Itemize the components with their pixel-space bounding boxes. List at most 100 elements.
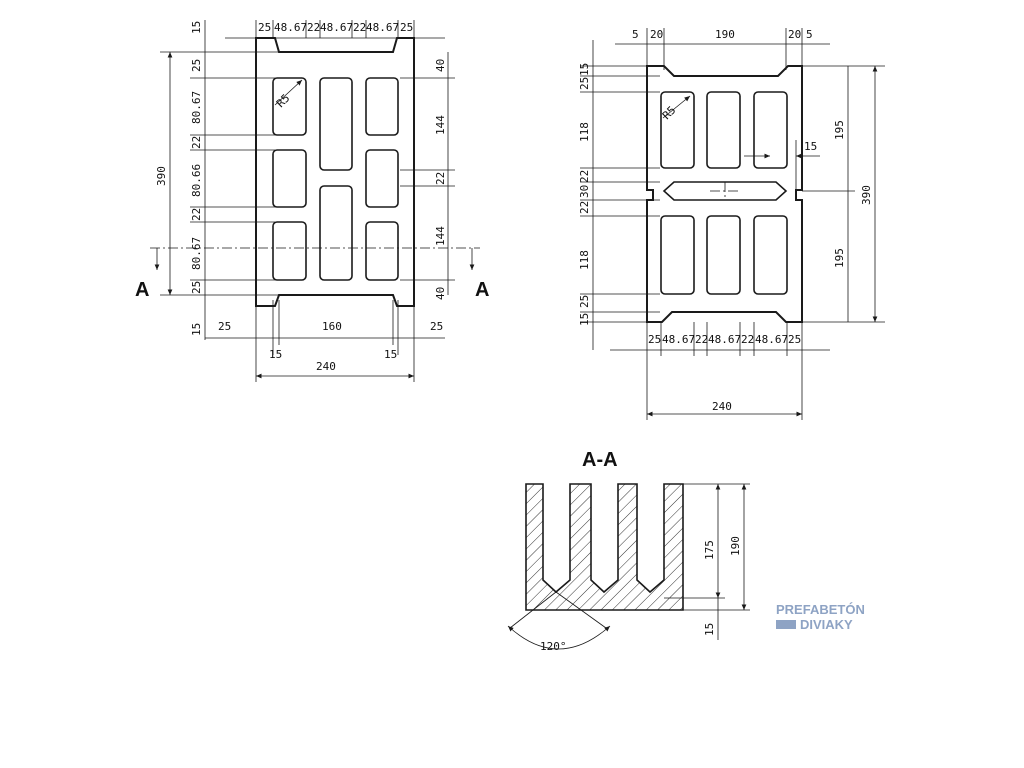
radius-leader <box>274 79 303 106</box>
side-bottom-dim-ticks <box>646 322 803 420</box>
left-dim-label: 25 <box>190 281 203 294</box>
front-cavity <box>272 77 307 136</box>
bottom-small-label: 15 <box>384 348 397 361</box>
right-dim-label: 144 <box>434 115 447 135</box>
section-body <box>525 483 684 611</box>
angle-leg <box>509 591 557 629</box>
side-left-dim-label: 22 <box>578 170 591 183</box>
top-offset-label: 15 <box>190 21 203 34</box>
logo-mark <box>776 620 796 629</box>
side-width-total-label: 240 <box>712 400 732 413</box>
side-bottom-dim-label: 48.67 <box>708 333 741 346</box>
section-marker-right: A <box>475 279 489 301</box>
side-cavity <box>753 215 788 295</box>
side-bottom-dim-label: 48.67 <box>662 333 695 346</box>
side-top-dim-label: 190 <box>715 28 735 41</box>
right-dim-label: 144 <box>434 226 447 246</box>
section-dim-label: 15 <box>703 623 716 636</box>
side-radius-leader <box>662 95 691 119</box>
side-left-dim-label: 118 <box>578 122 591 142</box>
side-left-dim-label: 25 <box>578 295 591 308</box>
side-left-dim-label: 30 <box>578 185 591 198</box>
slot-dim-label: 15 <box>804 140 817 153</box>
side-top-dim-ticks <box>646 28 803 70</box>
side-bottom-dim-label: 25 <box>788 333 801 346</box>
angle-arc <box>507 625 611 650</box>
front-cavity <box>319 77 353 171</box>
side-top-dim-label: 20 <box>650 28 663 41</box>
side-cavity <box>706 91 741 169</box>
bottom-small-label: 15 <box>269 348 282 361</box>
right-dim-label: 40 <box>434 287 447 300</box>
side-left-dim-label: 25 <box>578 77 591 90</box>
left-dim-ticks <box>160 51 280 296</box>
left-total-label: 390 <box>155 166 168 186</box>
angle-label: 120° <box>540 640 567 653</box>
front-view: A A R5 25 48.67 22 48.67 22 48.67 25 15 … <box>135 20 489 382</box>
left-dim-label: 80.67 <box>190 237 203 270</box>
left-dim-label: 22 <box>190 136 203 149</box>
section-aa: A-A 175 190 15 120° <box>507 449 750 653</box>
bottom-dim-label: 160 <box>322 320 342 333</box>
front-cavity <box>365 221 399 281</box>
section-dim-label: 190 <box>729 536 742 556</box>
top-dim-label: 22 <box>353 21 366 34</box>
left-dim-label: 80.66 <box>190 164 203 197</box>
side-cavity <box>660 91 695 169</box>
top-dim-label: 22 <box>307 21 320 34</box>
side-cavity <box>706 215 741 295</box>
top-dim-label: 48.67 <box>274 21 307 34</box>
left-dim-label: 22 <box>190 208 203 221</box>
section-title: A-A <box>582 449 618 471</box>
left-dim-label: 80.67 <box>190 91 203 124</box>
side-cavity <box>660 215 695 295</box>
front-cavity <box>319 185 353 281</box>
side-top-dim-label: 5 <box>632 28 639 41</box>
width-total-label: 240 <box>316 360 336 373</box>
front-cavity <box>365 77 399 136</box>
front-cavity <box>365 149 399 208</box>
front-cavity <box>272 149 307 208</box>
side-left-dim-label: 22 <box>578 201 591 214</box>
side-bottom-dim-label: 25 <box>648 333 661 346</box>
front-cavity <box>272 221 307 281</box>
top-dim-label: 48.67 <box>366 21 399 34</box>
side-view: R5 15 5 20 190 20 5 15 25 118 22 30 22 <box>578 28 885 420</box>
side-cavity <box>753 91 788 169</box>
side-right-dim-ticks <box>802 65 885 323</box>
side-left-dim-label: 118 <box>578 250 591 270</box>
side-right-dim-label: 195 <box>833 248 846 268</box>
side-view-outline <box>646 65 803 323</box>
right-dim-ticks <box>400 77 455 281</box>
side-top-dim-label: 5 <box>806 28 813 41</box>
logo-line1: PREFABETÓN <box>776 602 865 617</box>
top-dim-label: 48.67 <box>320 21 353 34</box>
section-dim-label: 175 <box>703 540 716 560</box>
side-bottom-dim-label: 22 <box>695 333 708 346</box>
bottom-dim-ticks <box>255 300 415 382</box>
bottom-dim-label: 25 <box>430 320 443 333</box>
side-right-total-label: 390 <box>860 185 873 205</box>
top-dim-label: 25 <box>258 21 271 34</box>
logo-line2: DIVIAKY <box>800 617 853 632</box>
side-bottom-dim-label: 22 <box>741 333 754 346</box>
right-dim-label: 22 <box>434 172 447 185</box>
top-dim-ticks <box>255 20 415 38</box>
bottom-dim-label: 25 <box>218 320 231 333</box>
company-logo: PREFABETÓN DIVIAKY <box>776 602 865 632</box>
side-right-dim-label: 195 <box>833 120 846 140</box>
side-left-dim-label: 15 <box>578 63 591 76</box>
side-left-dim-label: 15 <box>578 313 591 326</box>
top-dim-label: 25 <box>400 21 413 34</box>
side-bottom-dim-label: 48.67 <box>755 333 788 346</box>
right-dim-label: 40 <box>434 59 447 72</box>
left-dim-label: 25 <box>190 59 203 72</box>
side-slot <box>662 181 788 201</box>
side-radius-label: R5 <box>660 104 679 123</box>
angle-leg <box>555 591 607 629</box>
section-marker-left: A <box>135 279 149 301</box>
bottom-offset-label: 15 <box>190 323 203 336</box>
side-top-dim-label: 20 <box>788 28 801 41</box>
radius-label: R5 <box>274 92 293 111</box>
